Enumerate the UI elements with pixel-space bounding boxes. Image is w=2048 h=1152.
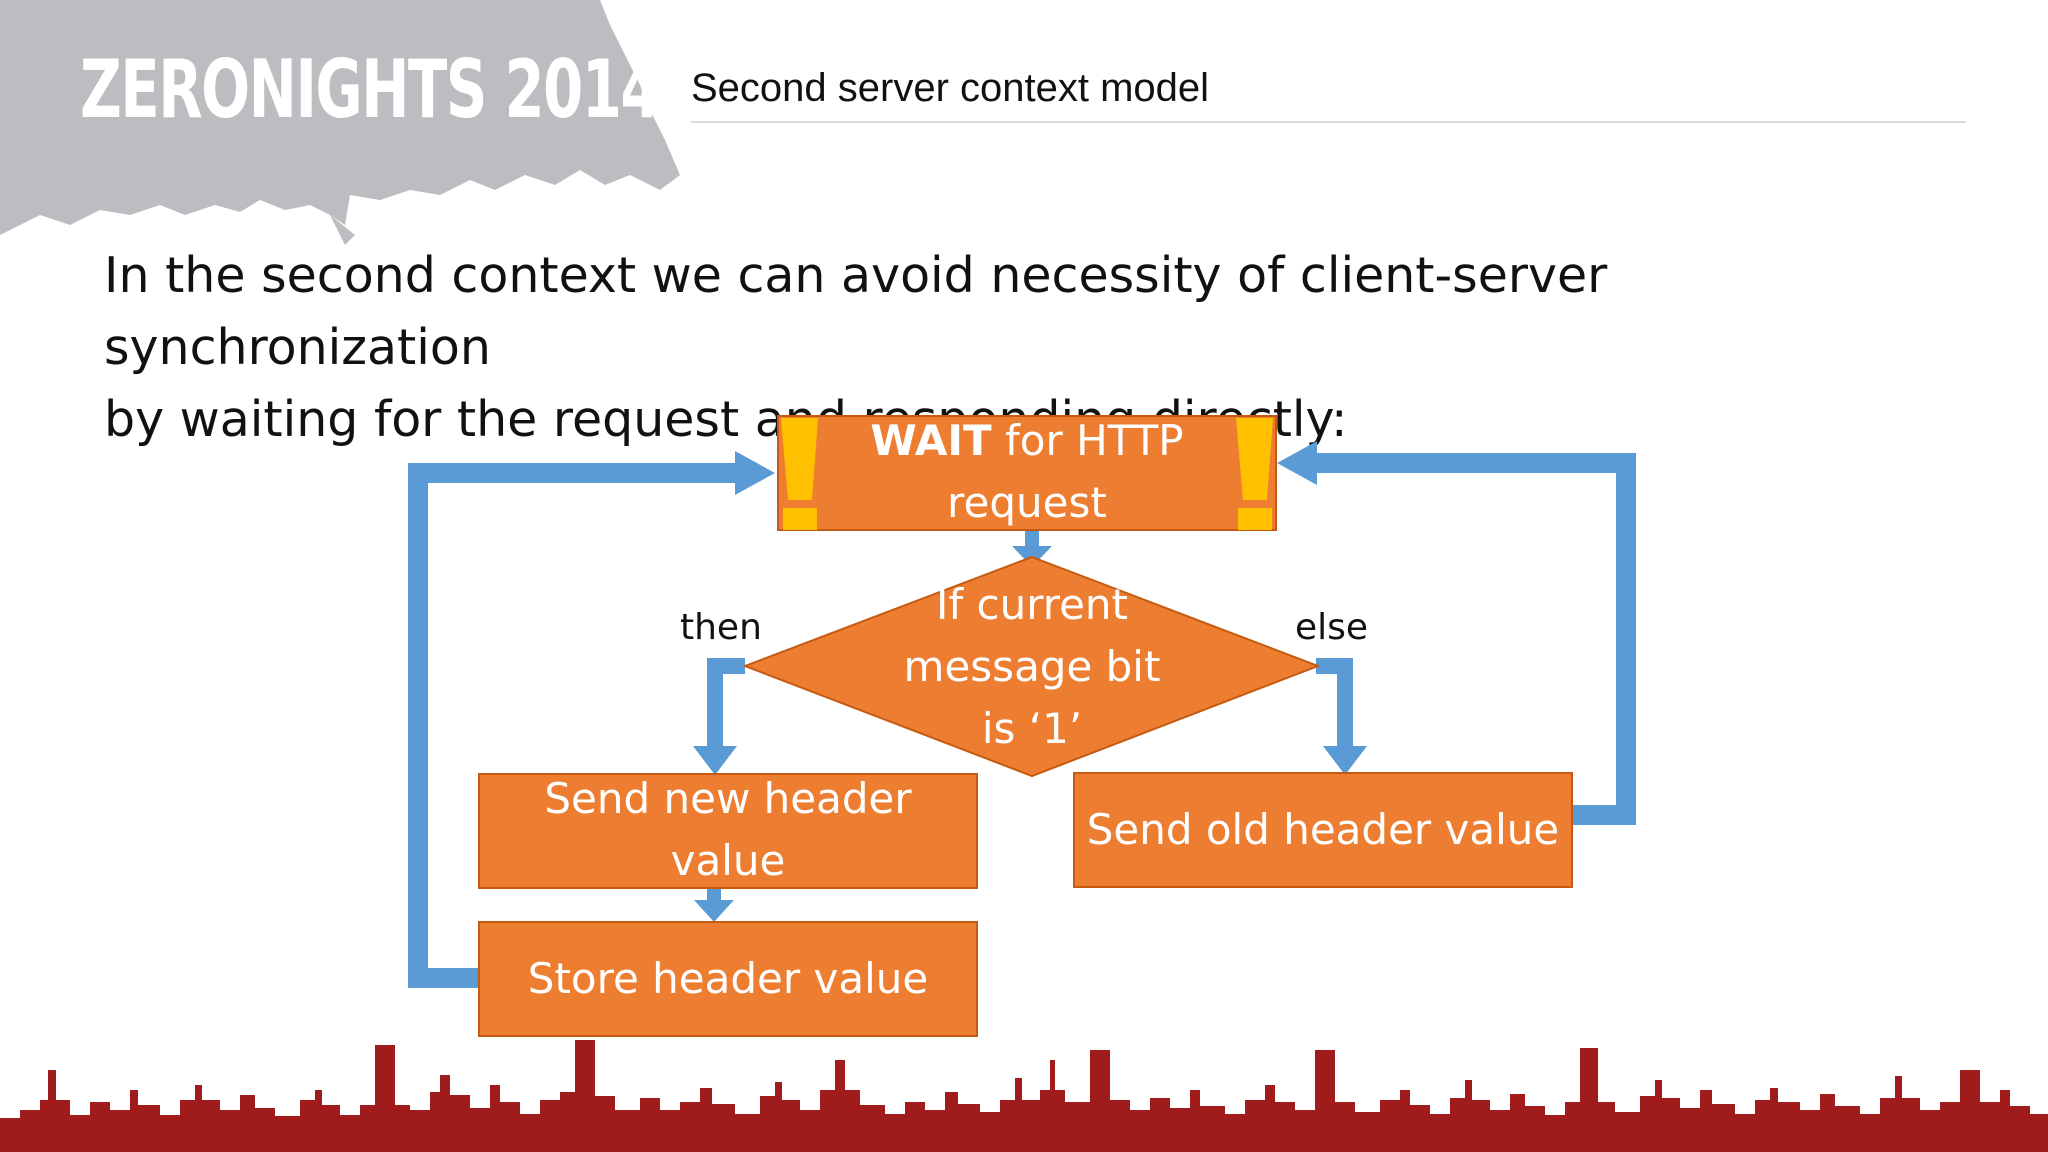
wait-node bbox=[777, 415, 1277, 531]
send-old-node bbox=[1073, 772, 1573, 888]
send-new-node-label: Send new header value bbox=[479, 772, 977, 888]
wait-node-rest: for HTTP bbox=[991, 416, 1184, 465]
wait-node-bold: WAIT bbox=[870, 416, 992, 465]
send-old-text: Send old header value bbox=[1086, 805, 1560, 854]
decision-line-3: is ‘1’ bbox=[981, 704, 1083, 753]
store-node-label: Store header value bbox=[479, 922, 977, 1036]
loop-right-arrowhead bbox=[1277, 441, 1317, 485]
connector-then bbox=[693, 658, 745, 775]
send-new-node bbox=[478, 773, 978, 889]
title-divider bbox=[691, 121, 1966, 123]
decision-node-label: If current message bit is ‘1’ bbox=[832, 574, 1232, 760]
store-text: Store header value bbox=[527, 954, 929, 1003]
loop-connector-left bbox=[408, 451, 775, 988]
intro-line-1: In the second context we can avoid neces… bbox=[104, 247, 1608, 376]
loop-connector-right bbox=[1277, 441, 1636, 825]
exclamation-icon-right bbox=[1236, 418, 1273, 530]
connector-send-new-to-store bbox=[694, 887, 734, 922]
decision-node bbox=[742, 555, 1321, 778]
wait-node-label: WAIT for HTTP request bbox=[778, 414, 1276, 530]
send-new-line-2: value bbox=[670, 836, 786, 885]
send-old-node-label: Send old header value bbox=[1074, 773, 1572, 887]
decision-line-2: message bit bbox=[903, 642, 1161, 691]
store-node bbox=[478, 921, 978, 1037]
loop-left-arrowhead bbox=[735, 451, 775, 495]
logo-text: ZERONIGHTS 2014 bbox=[80, 43, 661, 136]
send-new-line-1: Send new header bbox=[544, 774, 912, 823]
branch-label-else: else bbox=[1295, 607, 1369, 648]
wait-node-line2: request bbox=[947, 478, 1107, 527]
connector-else bbox=[1316, 658, 1367, 775]
decision-line-1: If current bbox=[935, 580, 1129, 629]
exclamation-icon-left bbox=[781, 418, 818, 530]
skyline-footer bbox=[0, 1040, 2048, 1152]
slide-title: Second server context model bbox=[691, 66, 1210, 110]
branch-label-then: then bbox=[680, 607, 762, 648]
logo-background bbox=[0, 0, 680, 245]
